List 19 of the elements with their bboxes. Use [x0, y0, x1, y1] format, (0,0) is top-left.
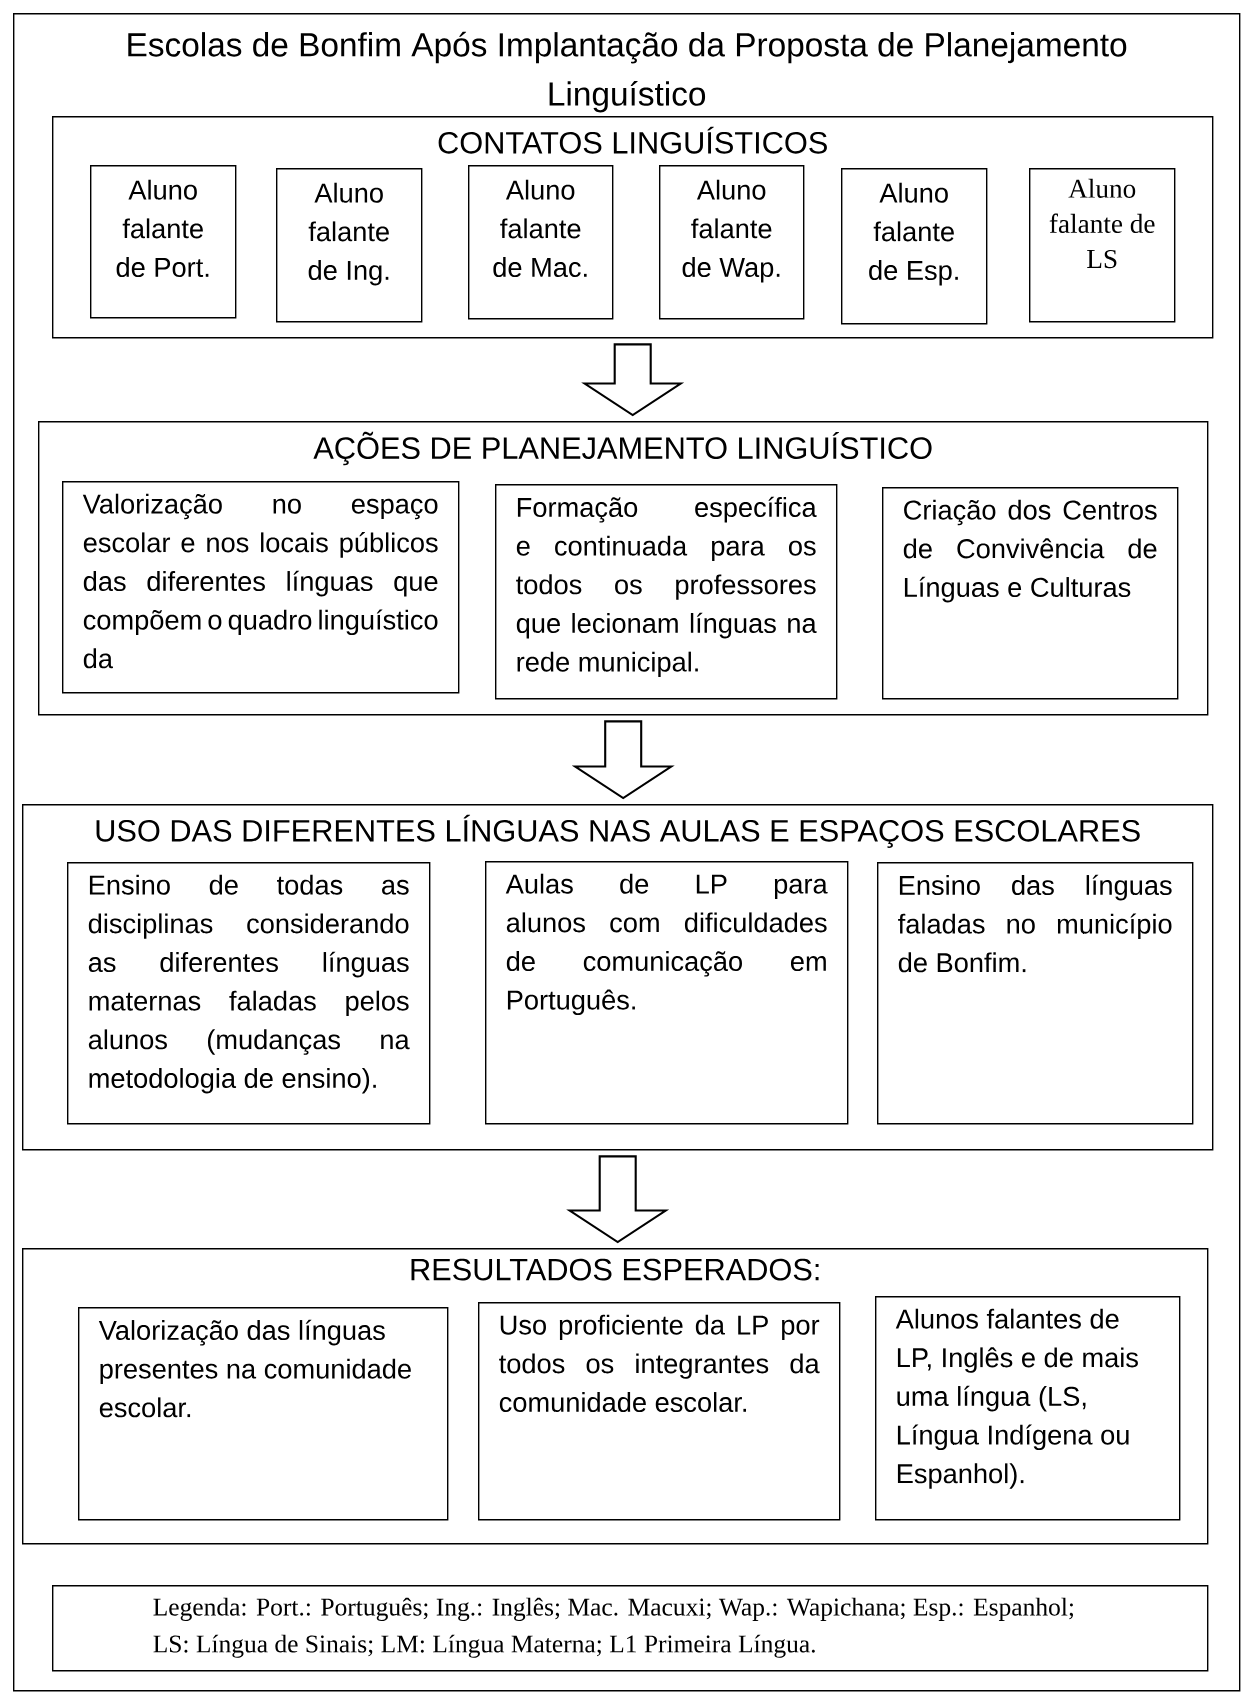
text-box: Alunos falantes de LP, Inglês e de mais uma língua (LS, Língua Indígena ou Espanhol).: [875, 1296, 1181, 1521]
block-arrow: [581, 343, 685, 417]
text-box: Aluno falante de Mac.: [468, 165, 614, 320]
text-box: Ensino de todas as disciplinas considerando as diferentes línguas maternas faladas pelos alunos (mudanças na metodologia de ensino).: [67, 862, 431, 1125]
block-arrow: [571, 720, 675, 800]
text-box: Uso proficiente da LP por todos os integrantes da comunidade escolar.: [478, 1302, 841, 1521]
text-box: Aluno falante de LS: [1029, 168, 1176, 323]
text-box: Aluno falante de Port.: [90, 165, 237, 319]
text-box: Valorização no espaço escolar e nos locais públicos das diferentes línguas que compõem o quadro linguístico da: [62, 481, 460, 694]
text-box: Criação dos Centros de Convivência de Línguas e Culturas: [882, 487, 1179, 700]
text-box: Aluno falante de Ing.: [276, 168, 423, 323]
text-box: Formação específica e continuada para os todos os professores que lecionam línguas na rede municipal.: [495, 484, 838, 700]
block-arrow: [566, 1155, 670, 1244]
text-box: Aluno falante de Wap.: [659, 165, 805, 320]
text-box: Ensino das línguas faladas no município de Bonfim.: [877, 862, 1194, 1125]
legend-box: Legenda: Port.: Português; Ing.: Inglês; Mac. Macuxi; Wap.: Wapichana; Esp.: Espanhol; LS: Língua de Sinais; LM: Língua Materna; L1 Primeira Língua.: [52, 1585, 1209, 1672]
text-box: Aluno falante de Esp.: [841, 168, 988, 325]
text-box: Aulas de LP para alunos com dificuldades de comunicação em Português.: [485, 861, 849, 1125]
text-box: Valorização das línguas presentes na comunidade escolar.: [78, 1307, 449, 1521]
